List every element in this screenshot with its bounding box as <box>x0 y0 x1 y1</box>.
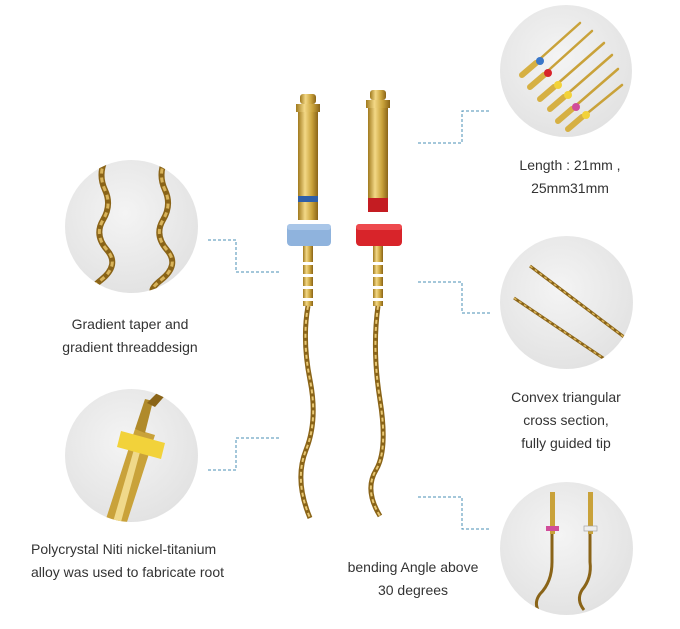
cross-section-circle <box>500 236 633 369</box>
caption-bending: bending Angle above 30 degrees <box>347 559 479 598</box>
files-set-circle <box>500 5 632 137</box>
caption-length: Length : 21mm , 25mm31mm <box>519 157 621 196</box>
cross-section-image <box>513 264 629 362</box>
caption-cross-section: Convex triangular cross section, fully g… <box>511 389 621 451</box>
file-right-red <box>356 90 402 518</box>
leader-lines <box>208 110 490 530</box>
handle-closeup-image <box>105 389 169 522</box>
files-set-image <box>519 21 624 132</box>
caption-alloy: Polycrystal Niti nickel-titanium alloy w… <box>31 541 224 580</box>
bending-image <box>534 492 598 611</box>
handle-closeup-circle <box>65 389 198 522</box>
thread-closeup-image <box>89 160 176 293</box>
bending-circle <box>500 482 633 615</box>
caption-taper: Gradient taper and gradient threaddesign <box>62 316 198 355</box>
thread-closeup-circle <box>65 160 198 293</box>
file-left-blue <box>287 94 331 519</box>
